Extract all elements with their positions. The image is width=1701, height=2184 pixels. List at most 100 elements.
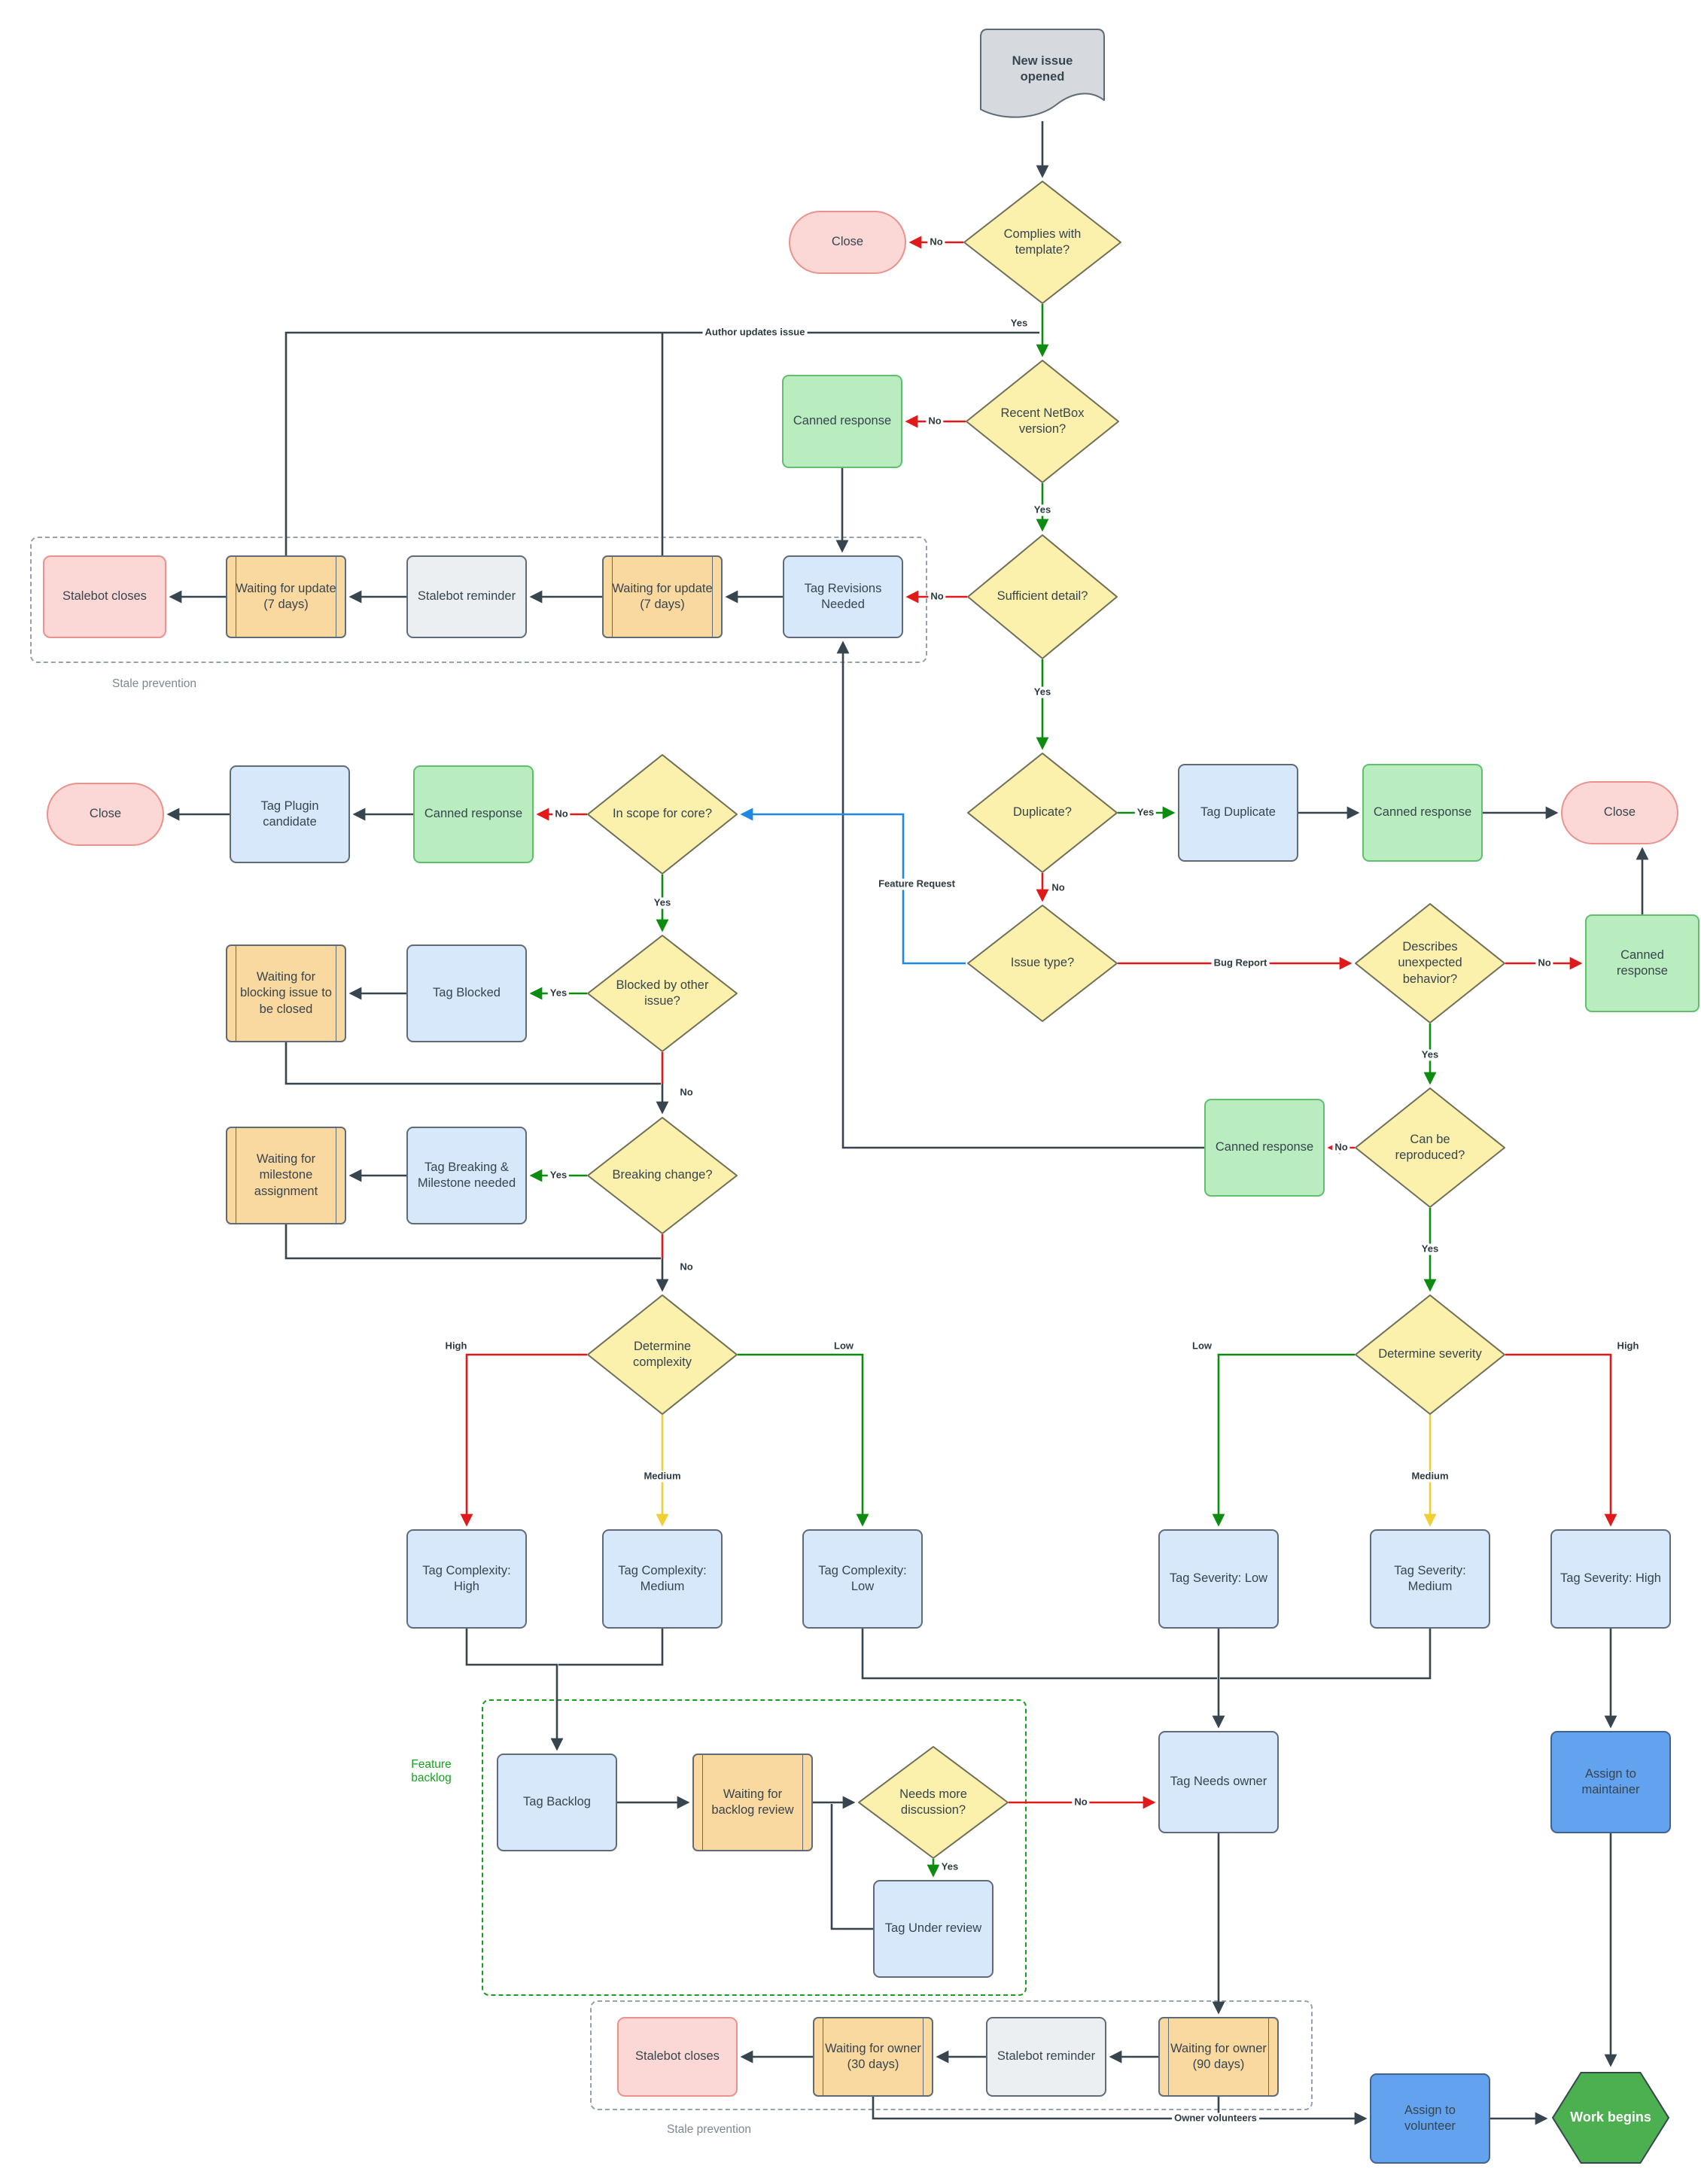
tag-complexity-high: Tag Complexity: High [406, 1529, 527, 1629]
close-scope-label: Close [89, 807, 122, 821]
tag-complexity-medium-label: Tag Complexity: Medium [618, 1563, 707, 1593]
e-cx-low [738, 1353, 869, 1527]
decision-needs-discussion: Needs more discussion? [858, 1746, 1009, 1859]
decision-sufficient-detail-label: Sufficient detail? [997, 589, 1088, 604]
lbl-sev-medium: Medium [1409, 1471, 1451, 1483]
close-top-label: Close [831, 235, 864, 249]
decision-duplicate-label: Duplicate? [1013, 805, 1072, 820]
stalebot-reminder-top-label: Stalebot reminder [417, 589, 516, 604]
decision-issue-type: Issue type? [967, 905, 1118, 1022]
canned-response-behavior: Canned response [1585, 914, 1699, 1012]
waiting-owner-30-label: Waiting for owner (30 days) [825, 2041, 921, 2071]
lbl-stale-top: Stale prevention [111, 677, 197, 691]
waiting-blocking-issue: Waiting for blocking issue to be closed [226, 944, 346, 1042]
decision-severity-label: Determine severity [1378, 1347, 1482, 1361]
close-scope: Close [47, 783, 164, 846]
tag-complexity-medium: Tag Complexity: Medium [602, 1529, 723, 1629]
lbl-sufficient-no: No [928, 591, 946, 603]
canned-response-scope: Canned response [413, 765, 534, 863]
waiting-backlog-review: Waiting for backlog review [692, 1754, 813, 1851]
e-cx-merge-med [558, 1629, 664, 1666]
tag-duplicate-label: Tag Duplicate [1200, 805, 1276, 820]
tag-plugin-candidate-label: Tag Plugin candidate [260, 798, 319, 829]
lbl-blocked-no: No [677, 1087, 695, 1099]
tag-severity-low: Tag Severity: Low [1158, 1529, 1279, 1629]
tag-under-review-label: Tag Under review [884, 1921, 982, 1936]
tag-severity-low-label: Tag Severity: Low [1169, 1571, 1268, 1586]
work-begins: Work begins [1551, 2071, 1670, 2164]
e-milestone-loop [285, 1224, 661, 1260]
stalebot-reminder-top: Stalebot reminder [406, 555, 527, 638]
lbl-feature-request: Feature Request [876, 878, 957, 890]
lbl-duplicate-yes: Yes [1134, 807, 1157, 819]
tag-complexity-low-label: Tag Complexity: Low [818, 1563, 907, 1593]
decision-complies-template: Complies with template? [963, 181, 1121, 304]
lbl-recent-no: No [926, 415, 944, 427]
stale-prevention-top [30, 537, 927, 663]
tag-plugin-candidate: Tag Plugin candidate [230, 765, 350, 863]
lbl-reproduce-yes: Yes [1419, 1243, 1441, 1255]
stalebot-reminder-bottom-label: Stalebot reminder [997, 2049, 1096, 2064]
lbl-behavior-yes: Yes [1419, 1049, 1441, 1061]
e-sev-low [1212, 1353, 1355, 1527]
close-duplicate-label: Close [1603, 805, 1636, 820]
e-cx-merge-high [465, 1629, 564, 1751]
tag-backlog-label: Tag Backlog [523, 1795, 591, 1809]
lbl-sev-low: Low [1190, 1340, 1214, 1352]
stalebot-closes-bottom: Stalebot closes [617, 2017, 738, 2097]
e-cx-high [460, 1353, 587, 1527]
lbl-behavior-no: No [1535, 957, 1553, 969]
decision-issue-type-label: Issue type? [1010, 956, 1075, 970]
tag-severity-high-label: Tag Severity: High [1560, 1571, 1661, 1586]
assign-maintainer: Assign to maintainer [1550, 1731, 1671, 1833]
e-blocking-loop [285, 1042, 661, 1085]
lbl-stale-bottom: Stale prevention [666, 2123, 752, 2137]
decision-recent-version: Recent NetBox version? [966, 360, 1119, 483]
decision-needs-discussion-label: Needs more discussion? [899, 1787, 967, 1817]
lbl-scope-no: No [552, 808, 571, 820]
decision-breaking-change: Breaking change? [587, 1117, 738, 1234]
e-owner-volunteers [872, 2097, 1368, 2125]
tag-needs-owner-label: Tag Needs owner [1170, 1775, 1267, 1789]
lbl-breaking-yes: Yes [547, 1170, 570, 1182]
decision-in-scope: In scope for core? [587, 754, 738, 875]
close-top: Close [789, 211, 906, 274]
waiting-blocking-issue-label: Waiting for blocking issue to be closed [239, 970, 332, 1016]
decision-unexpected-behavior: Describes unexpected behavior? [1355, 903, 1505, 1024]
lbl-owner-volunteers: Owner volunteers [1172, 2113, 1259, 2125]
e-cx-low-to-owner [861, 1629, 1217, 1680]
lbl-author-updates: Author updates issue [702, 327, 808, 339]
lbl-bug-report: Bug Report [1211, 957, 1270, 969]
decision-unexpected-behavior-label: Describes unexpected behavior? [1398, 940, 1462, 986]
decision-complies-template-label: Complies with template? [1003, 227, 1082, 257]
lbl-cx-medium: Medium [641, 1471, 683, 1483]
waiting-backlog-review-label: Waiting for backlog review [711, 1787, 794, 1817]
waiting-update-right: Waiting for update (7 days) [602, 555, 723, 638]
decision-can-reproduce-label: Can be reproduced? [1395, 1132, 1465, 1162]
lbl-blocked-yes: Yes [547, 987, 570, 999]
decision-complexity: Determine complexity [587, 1294, 738, 1415]
waiting-milestone-label: Waiting for milestone assignment [254, 1152, 318, 1198]
e-sev-high [1505, 1353, 1617, 1527]
e-canned-loop-revisions [836, 640, 1204, 1149]
canned-response-reproduce: Canned response [1204, 1099, 1325, 1197]
assign-volunteer-label: Assign to volunteer [1404, 2103, 1456, 2133]
lbl-sev-high: High [1614, 1340, 1642, 1352]
lbl-complies-no: No [927, 236, 945, 248]
tag-revisions-needed-label: Tag Revisions Needed [804, 581, 882, 611]
e-sev-med-to-owner [1220, 1629, 1432, 1680]
canned-response-scope-label: Canned response [424, 807, 523, 821]
waiting-update-right-label: Waiting for update (7 days) [612, 581, 713, 611]
assign-volunteer: Assign to volunteer [1370, 2073, 1490, 2164]
tag-severity-medium: Tag Severity: Medium [1370, 1529, 1490, 1629]
tag-complexity-high-label: Tag Complexity: High [422, 1563, 511, 1593]
tag-breaking-milestone-label: Tag Breaking & Milestone needed [417, 1160, 516, 1190]
canned-response-reproduce-label: Canned response [1215, 1140, 1314, 1154]
decision-severity: Determine severity [1355, 1294, 1505, 1415]
stalebot-closes-top: Stalebot closes [43, 555, 166, 638]
lbl-breaking-no: No [677, 1261, 695, 1273]
waiting-update-left: Waiting for update (7 days) [226, 555, 346, 638]
lbl-sufficient-yes: Yes [1031, 686, 1054, 698]
tag-under-review: Tag Under review [873, 1880, 994, 1978]
